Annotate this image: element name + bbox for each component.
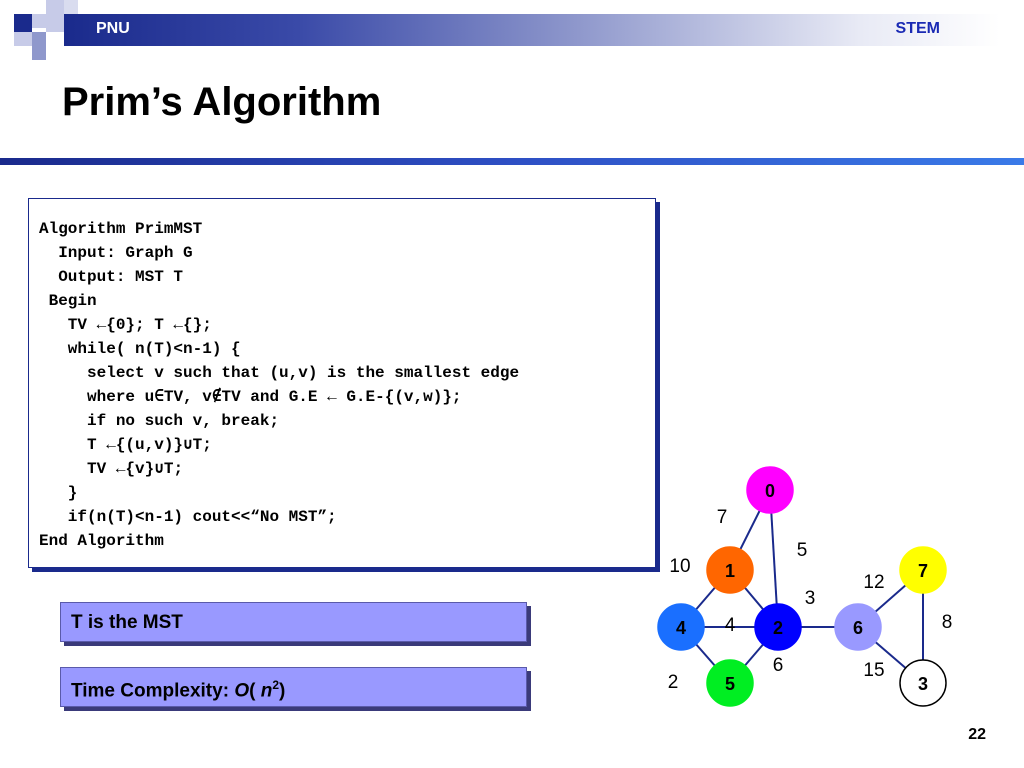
edge-weight-1-2: 3 <box>805 588 816 609</box>
node-label-6: 6 <box>853 618 863 638</box>
slide-title: Prim’s Algorithm <box>62 80 382 124</box>
complexity-O: O <box>234 680 250 702</box>
complexity-close: ) <box>279 680 286 702</box>
node-label-1: 1 <box>725 561 735 581</box>
complexity-open: ( <box>249 680 261 702</box>
header-right-label: STEM <box>895 20 940 37</box>
node-label-2: 2 <box>773 618 783 638</box>
node-label-4: 4 <box>676 618 686 638</box>
node-0 <box>746 466 794 514</box>
code-line: Algorithm PrimMST <box>39 220 203 238</box>
code-line: Begin <box>39 292 97 310</box>
edge-weight-7-3: 8 <box>942 612 953 633</box>
node-7 <box>899 546 947 594</box>
code-line: TV ←{0}; T ←{}; <box>39 316 212 334</box>
node-5 <box>706 659 754 707</box>
complexity-box: Time Complexity: O( n2) <box>60 667 527 707</box>
complexity-exp: 2 <box>272 678 279 692</box>
edge-weight-4-2: 4 <box>725 615 736 636</box>
complexity-label: Time Complexity: O( n2) <box>71 678 285 702</box>
page-number: 22 <box>968 726 986 743</box>
code-line: if no such v, break; <box>39 412 280 430</box>
node-label-5: 5 <box>725 674 735 694</box>
header-square-3 <box>46 0 64 32</box>
code-line: while( n(T)<n-1) { <box>39 340 241 358</box>
header-band <box>64 14 1000 46</box>
code-line: T ←{(u,v)}∪T; <box>39 436 212 454</box>
edge-weight-1-4: 10 <box>669 556 690 577</box>
edge-weight-0-2: 5 <box>797 540 808 561</box>
complexity-n: n <box>260 680 273 702</box>
code-line: TV ←{v}∪T; <box>39 460 184 478</box>
node-label-7: 7 <box>918 561 928 581</box>
header-square-2 <box>32 14 46 28</box>
header-square-7 <box>32 46 46 60</box>
node-label-3: 3 <box>918 674 928 694</box>
code-line: End Algorithm <box>39 532 164 550</box>
edge-weight-6-3: 15 <box>863 660 884 681</box>
header-square-1 <box>14 14 32 32</box>
node-2 <box>754 603 802 651</box>
code-line: Output: MST T <box>39 268 184 286</box>
header-square-4 <box>64 0 78 14</box>
node-1 <box>706 546 754 594</box>
algorithm-code-box: Algorithm PrimMST Input: Graph G Output:… <box>28 198 656 568</box>
node-4 <box>657 603 705 651</box>
edge-weight-6-7: 12 <box>863 572 884 593</box>
edge-weight-4-5: 2 <box>668 672 679 693</box>
code-line: where u∈TV, v∉TV and G.E ← G.E-{(v,w)}; <box>39 388 462 406</box>
header-square-6 <box>32 32 46 46</box>
code-line: } <box>39 484 78 502</box>
mst-label: T is the MST <box>71 612 183 633</box>
header-left-label: PNU <box>96 20 130 37</box>
header-square-5 <box>14 32 32 46</box>
node-6 <box>834 603 882 651</box>
title-rule <box>0 158 1024 165</box>
edge-weight-0-1: 7 <box>717 507 728 528</box>
code-line: if(n(T)<n-1) cout<<“No MST”; <box>39 508 337 526</box>
edge-weight-5-2: 6 <box>773 655 784 676</box>
mst-box: T is the MST <box>60 602 527 642</box>
node-3 <box>899 659 947 707</box>
node-label-0: 0 <box>765 481 775 501</box>
code-line: Input: Graph G <box>39 244 193 262</box>
code-line: select v such that (u,v) is the smallest… <box>39 364 520 382</box>
complexity-prefix: Time Complexity: <box>71 680 235 702</box>
